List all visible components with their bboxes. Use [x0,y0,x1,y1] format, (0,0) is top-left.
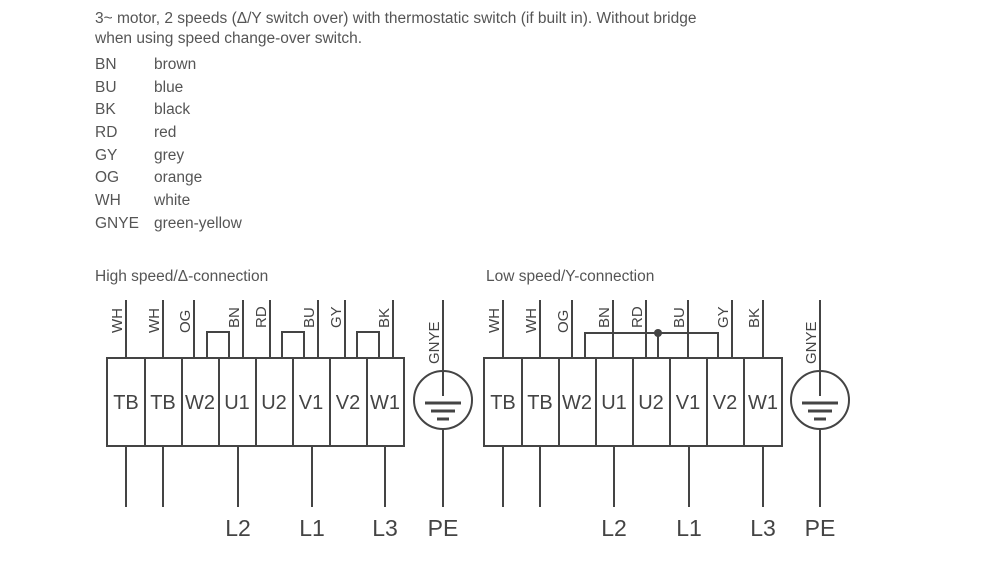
legend-code: RD [95,124,118,142]
wire-label: RD [253,306,270,328]
legend-code: BU [95,78,117,96]
line-labels: L2 L1 L3 PE [601,515,835,541]
wire-label: BK [376,308,393,328]
terminal-labels: TB TB W2 U1 U2 V1 V2 W1 [113,392,400,414]
line-label-l1: L1 [676,515,702,541]
legend-name: blue [154,78,184,96]
line-label-pe: PE [805,515,836,541]
terminal-label: W1 [748,392,778,414]
legend-row: WH white [95,190,242,213]
terminal-label: W2 [562,392,592,414]
terminal-label: U2 [638,392,664,414]
legend-code: WH [95,192,121,210]
star-bridge [584,332,719,358]
wire-label: RD [629,306,646,328]
bridges [206,331,380,358]
intro-line-2: when using speed change-over switch. [95,30,363,47]
legend-name: orange [154,169,203,187]
legend-name: black [154,101,191,119]
legend-row: BN brown [95,54,242,77]
legend-row: BU blue [95,77,242,100]
terminal-label: V2 [713,392,737,414]
terminal-label: W2 [185,392,215,414]
intro-text: 3~ motor, 2 speeds (Δ/Y switch over) wit… [95,9,696,49]
wire-label: GY [715,306,732,328]
legend-code: GY [95,146,118,164]
wire-label: WH [109,308,126,333]
wire-label: BU [301,307,318,328]
legend-row: OG orange [95,167,242,190]
terminal-label: V2 [336,392,360,414]
terminal-label: V1 [299,392,323,414]
wire-label-gnye: GNYE [803,321,820,364]
terminal-label: W1 [370,392,400,414]
wire-labels: WH WH OG BN RD BU GY BK GNYE [109,306,443,364]
legend-row: GNYE green-yellow [95,213,242,236]
wire-label: WH [523,308,540,333]
terminal-label: TB [113,392,139,414]
wire-label: BU [671,307,688,328]
legend-row: RD red [95,122,242,145]
line-label-l2: L2 [225,515,251,541]
terminal-label: U1 [601,392,627,414]
legend-code: BK [95,101,116,119]
wire-label: BN [596,307,613,328]
intro-line-1: 3~ motor, 2 speeds (Δ/Y switch over) wit… [95,10,697,27]
bottom-wires [125,446,386,507]
color-legend: BN brown BU blue BK black RD red GY grey OG or… [95,54,242,236]
terminal-label: TB [150,392,176,414]
wire-label: BN [226,307,243,328]
terminal-labels: TB TB W2 U1 U2 V1 V2 W1 [490,392,778,414]
terminal-label: TB [527,392,553,414]
wire-label: BK [746,308,763,328]
legend-code: GNYE [95,214,139,232]
top-wires [125,300,394,358]
terminal-label: TB [490,392,516,414]
wire-label: OG [177,310,194,333]
bottom-wires [502,446,764,507]
low-speed-diagram: WH WH OG BN RD BU GY BK GNYE TB TB W2 U1… [483,300,850,541]
wire-label-gnye: GNYE [426,321,443,364]
wire-label: GY [328,306,345,328]
line-label-l2: L2 [601,515,627,541]
legend-name: red [154,124,177,142]
high-speed-title: High speed/Δ-connection [95,268,269,285]
line-label-l3: L3 [372,515,398,541]
line-labels: L2 L1 L3 PE [225,515,458,541]
legend-name: grey [154,146,185,164]
wire-label: WH [486,308,503,333]
wire-label: OG [555,310,572,333]
line-label-l1: L1 [299,515,325,541]
legend-name: white [154,192,191,210]
line-label-pe: PE [428,515,459,541]
legend-name: green-yellow [154,214,242,232]
terminal-label: U1 [224,392,250,414]
low-speed-title: Low speed/Y-connection [486,268,655,285]
wire-labels: WH WH OG BN RD BU GY BK GNYE [486,306,820,364]
earth-icon [413,300,473,507]
wire-label: WH [146,308,163,333]
line-label-l3: L3 [750,515,776,541]
legend-code: OG [95,169,120,187]
terminal-dividers [521,358,745,446]
earth-icon [790,300,850,507]
high-speed-diagram: WH WH OG BN RD BU GY BK GNYE TB TB W2 U1… [106,300,473,541]
legend-row: GY grey [95,145,242,168]
terminal-dividers [144,358,368,446]
legend-code: BN [95,56,117,73]
terminal-label: V1 [676,392,700,414]
terminal-label: U2 [261,392,287,414]
top-wires [502,300,764,358]
legend-row: BK black [95,99,242,122]
legend-name: brown [154,56,197,73]
star-point-dot [654,329,662,337]
